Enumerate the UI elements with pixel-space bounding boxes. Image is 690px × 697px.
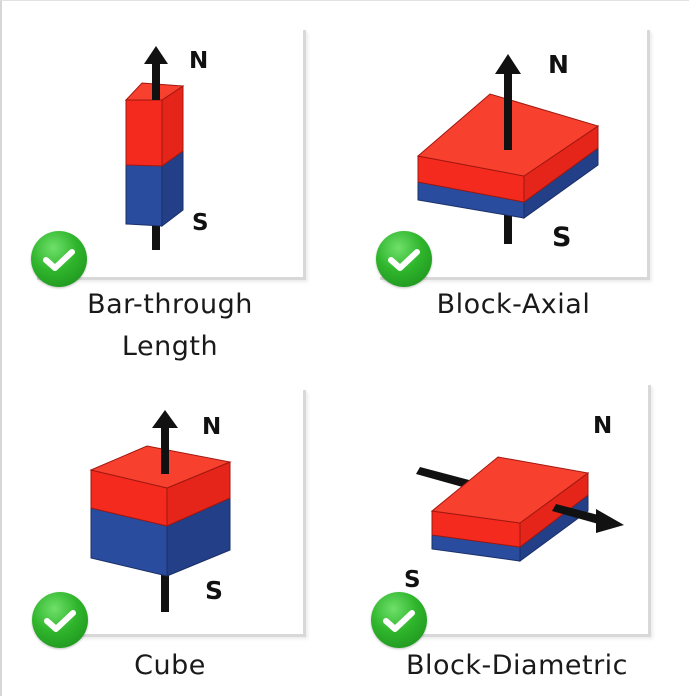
block-diametric-magnet-illustration xyxy=(416,456,624,562)
north-pole-label: N xyxy=(548,50,569,79)
north-pole-label: N xyxy=(189,48,209,74)
south-arrow-shaft xyxy=(152,220,160,250)
label-line-1: Cube xyxy=(134,650,206,681)
north-arrow-head xyxy=(152,410,178,428)
label-line-1: Bar-through xyxy=(87,289,253,320)
card-cube: N S xyxy=(37,390,306,637)
south-arrow-shaft xyxy=(504,210,512,244)
south-arrow-shaft xyxy=(161,568,169,612)
card-label-block-axial: Block-Axial xyxy=(380,284,647,326)
north-arrow-head xyxy=(495,54,521,74)
card-label-block-diametric: Block-Diametric xyxy=(372,645,662,687)
south-pole-label: S xyxy=(192,210,209,236)
card-label-bar-through-length: Bar-through Length xyxy=(37,284,303,368)
label-line-2: Length xyxy=(121,331,219,362)
check-circle-icon xyxy=(376,231,432,287)
north-arrow-head xyxy=(144,46,168,64)
card-bar-through-length: N S xyxy=(37,30,306,280)
south-pole-label: S xyxy=(404,567,421,593)
label-line-1: Block-Diametric xyxy=(405,650,629,681)
check-circle-icon xyxy=(32,592,88,648)
north-pole-label: N xyxy=(593,413,613,439)
north-pole-label: N xyxy=(202,414,222,440)
south-pole-label: S xyxy=(552,222,572,253)
label-line-1: Block-Axial xyxy=(436,289,591,320)
check-circle-icon xyxy=(31,231,87,287)
check-circle-icon xyxy=(371,592,427,648)
south-pole-label: S xyxy=(205,576,224,605)
diametric-arrow-head xyxy=(596,509,624,533)
cube-magnet-illustration xyxy=(89,410,232,612)
card-block-axial: N S xyxy=(380,30,650,280)
block-axial-magnet-illustration xyxy=(416,54,600,244)
bar-magnet-illustration xyxy=(124,46,185,250)
card-label-cube: Cube xyxy=(37,645,303,687)
card-block-diametric: N S xyxy=(380,385,651,637)
